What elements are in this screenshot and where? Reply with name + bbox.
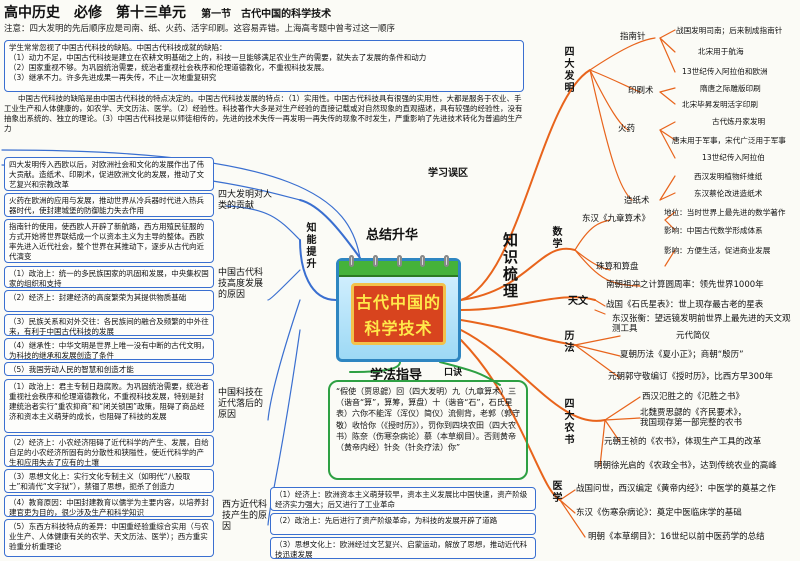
ability-item: （4）教育原因：中国封建教育以儒学为主要内容，以培养封建官吏为目的，很少涉及生产…	[4, 495, 214, 517]
misunderstanding-line: （3）继承不力。许多先进成果一再失传，不止一次地重复研究	[9, 72, 217, 82]
agri-leaf: 元朝王祯的《农书》，体现生产工具的改革	[604, 437, 762, 447]
formula-box: “假使（贾思勰）回（四大发明）九（九章算术）三（谐音“算”，算筹，算盘）十（谐音…	[328, 380, 528, 480]
ability-item: （1）经济上：欧洲资本主义萌芽较早，资本主义发展比中国快速，资产阶级经济实力强大…	[270, 487, 536, 511]
math-leaf: 影响：中国古代数学形成体系	[664, 226, 763, 235]
order-note: 注意：四大发明的先后顺序应是司南、纸、火药、活字印刷。这容易弄错。上海高考题中曾…	[4, 24, 396, 34]
center-title: 古代中国的科学技术	[351, 283, 446, 345]
ability-item: 指南针的使用，使西欧人开辟了新航路，西方用殖民征服的方式开始将世界联结成一个以资…	[4, 219, 214, 263]
ability-item: （4）继承性：中华文明是世界上唯一没有中断的古代文明，为科技的继承和发展创造了条…	[4, 338, 214, 360]
ability-item: （5）我国劳动人民的智慧和创造才能	[4, 362, 214, 376]
misunderstanding-line: （2）国家重视不够。为巩固统治需要，统治者重视社会秩序和伦理道德教化，不重视科技…	[9, 62, 329, 72]
astronomy-label: 天文	[568, 296, 588, 307]
calendar-leaf: 元代简仪	[676, 331, 711, 341]
summary-branch-label: 总结升华	[366, 228, 419, 243]
invention-leaf: 古代炼丹家发明	[712, 117, 766, 126]
medicine-leaf: 战国问世，西汉编定《黄帝内经》：中医学的奠基之作	[576, 484, 776, 494]
ability-item: （5）东西方科技特点的差异：中国重经验重综合实用（与农业生产、人体健康有关的农学…	[4, 519, 214, 557]
agri-leaf: 明朝徐光启的《农政全书》，达到传统农业的高峰	[594, 461, 777, 471]
knowledge-branch-label: 知识梳理	[501, 232, 519, 300]
math-leaf: 地位：当时世界上最先进的数学著作	[664, 208, 786, 217]
four-inventions-label: 四大发明	[562, 46, 573, 94]
invention-leaf: 13世纪传入阿拉伯	[702, 153, 765, 162]
ability-section-title: 西方近代科技产生的原因	[222, 500, 268, 532]
method-branch-label: 学法指导	[370, 368, 423, 383]
misunderstanding-branch-label: 学习误区	[428, 168, 468, 179]
invention-name: 印刷术	[628, 86, 654, 96]
calendar-leaf: 元朝郭守敬编订《授时历》，比西方早300年	[608, 372, 773, 382]
ring-icon	[396, 255, 402, 267]
ability-item: （3）思想文化上：欧洲经过文艺复兴、启蒙运动，解放了思想，推动近代科技迅速发展	[270, 537, 536, 559]
formula-label: 口诀	[444, 368, 463, 378]
agri-books-label: 四大农书	[562, 398, 573, 446]
ring-icon	[420, 255, 426, 267]
invention-leaf: 战国发明司南；后来制成指南针	[676, 26, 783, 35]
agri-leaf: 北魏贾思勰的《齐民要术》，我国现存第一部完整的农书	[640, 408, 747, 429]
page-header: 高中历史 必修 第十三单元 第一节 古代中国的科学技术	[4, 2, 796, 20]
math-group-name: 东汉《九章算术》	[582, 214, 651, 224]
ability-item: 火药在欧洲的应用与发展，推动世界从冷兵器时代进入热兵器时代，使封建城堡的防御能力…	[4, 193, 214, 217]
ability-item: （3）思想文化上：实行文化专制主义（如明代“八股取士”和清代“文字狱”），禁锢了…	[4, 469, 214, 493]
misunderstanding-line: 学生常常忽视了中国古代科技的缺陷。中国古代科技成就的缺陷：	[9, 43, 227, 52]
misunderstanding-box: 学生常常忽视了中国古代科技的缺陷。中国古代科技成就的缺陷： （1）动力不足，中国…	[4, 40, 524, 92]
ability-item: （2）政治上：先后进行了资产阶级革命，为科技的发展开辟了道路	[270, 513, 536, 535]
invention-leaf: 13世纪传入阿拉伯和欧洲	[682, 67, 768, 76]
ability-branch-label: 知能提升	[304, 222, 315, 270]
ability-item: （1）政治上：统一的多民族国家的巩固和发展，中央集权国家的组织和支持	[4, 266, 214, 288]
agri-leaf: 西汉氾胜之的《氾胜之书》	[642, 392, 745, 402]
invention-leaf: 北宋毕昇发明活字印刷	[682, 100, 758, 109]
math-label: 数学	[550, 226, 561, 250]
medicine-leaf: 明朝《本草纲目》：16世纪以前中医药学的总结	[588, 532, 765, 542]
math-leaf: 影响：方便生活，促进商业发展	[664, 246, 771, 255]
ring-icon	[349, 255, 354, 267]
calendar-leaf: 夏朝历法《夏小正》；商朝“殷历”	[620, 350, 744, 360]
invention-leaf: 唐末用于军事，宋代广泛用于军事	[672, 136, 786, 145]
astronomy-leaf: 东汉张衡：望远镜发明前世界上最先进的天文观测工具	[612, 314, 791, 335]
calendar-top-bar	[339, 261, 458, 277]
ability-item: 四大发明传入西欧以后，对欧洲社会和文化的发展作出了伟大贡献。造纸术、印刷术，促进…	[4, 157, 214, 191]
invention-leaf: 北宋用于航海	[698, 47, 744, 56]
invention-name: 造纸术	[624, 196, 650, 206]
ability-section-title: 四大发明对人类的贡献	[218, 190, 273, 211]
medicine-label: 医学	[550, 480, 561, 504]
ability-item: （1）政治上：君主专制日趋腐败。为巩固统治需要，统治者重视社会秩序和伦理道德教化…	[4, 379, 214, 433]
ability-section-title: 中国古代科技高度发展的原因	[218, 268, 264, 300]
formula-text: “假使（贾思勰）回（四大发明）九（九章算术）三（谐音“算”，算筹，算盘）十（谐音…	[336, 387, 520, 452]
center-topic-image: 古代中国的科学技术	[336, 255, 461, 362]
misunderstanding-line: （1）动力不足，中国古代科技是建立在农耕文明基础之上的，科技一旦能够满足农业生产…	[9, 52, 427, 62]
astronomy-leaf: 战国《石氏星表》：世上现存最古老的星表	[606, 300, 764, 310]
ring-icon	[372, 255, 378, 267]
invention-name: 火药	[618, 124, 636, 134]
page-title: 高中历史 必修 第十三单元	[4, 5, 186, 20]
page-subtitle: 第一节 古代中国的科学技术	[201, 9, 332, 20]
summary-box: 中国古代科技的缺陷是由中国古代科技的特点决定的。中国古代科技发展的特点：（1）实…	[4, 94, 524, 154]
medicine-leaf: 东汉《伤寒杂病论》：奠定中医临床学的基础	[576, 508, 742, 518]
ring-icon	[444, 255, 449, 267]
ability-section-title: 中国科技在近代落后的原因	[218, 388, 264, 420]
invention-leaf: 隋唐之际雕版印刷	[700, 84, 761, 93]
invention-leaf: 西汉发明植物纤维纸	[694, 172, 763, 181]
calendar-rings	[349, 255, 449, 267]
ability-item: （2）经济上：小农经济阻碍了近代科学的产生、发展，自给自足的小农经济所固有的分散…	[4, 435, 214, 467]
ability-item: （3）民族关系和对外交往：各民族间的融合及频繁的中外往来，有利于中国古代科技的发…	[4, 314, 214, 336]
ability-item: （2）经济上：封建经济的高度繁荣为其提供物质基础	[4, 290, 214, 312]
summary-text: 中国古代科技的缺陷是由中国古代科技的特点决定的。中国古代科技发展的特点：（1）实…	[4, 94, 523, 133]
invention-leaf: 东汉蔡伦改进造纸术	[694, 189, 763, 198]
math-extra: 南朝祖冲之计算圆周率：领先世界1000年	[606, 280, 764, 290]
calendar-label: 历法	[562, 330, 573, 354]
invention-name: 指南针	[620, 32, 646, 42]
math-group-name: 珠算和算盘	[596, 262, 639, 272]
